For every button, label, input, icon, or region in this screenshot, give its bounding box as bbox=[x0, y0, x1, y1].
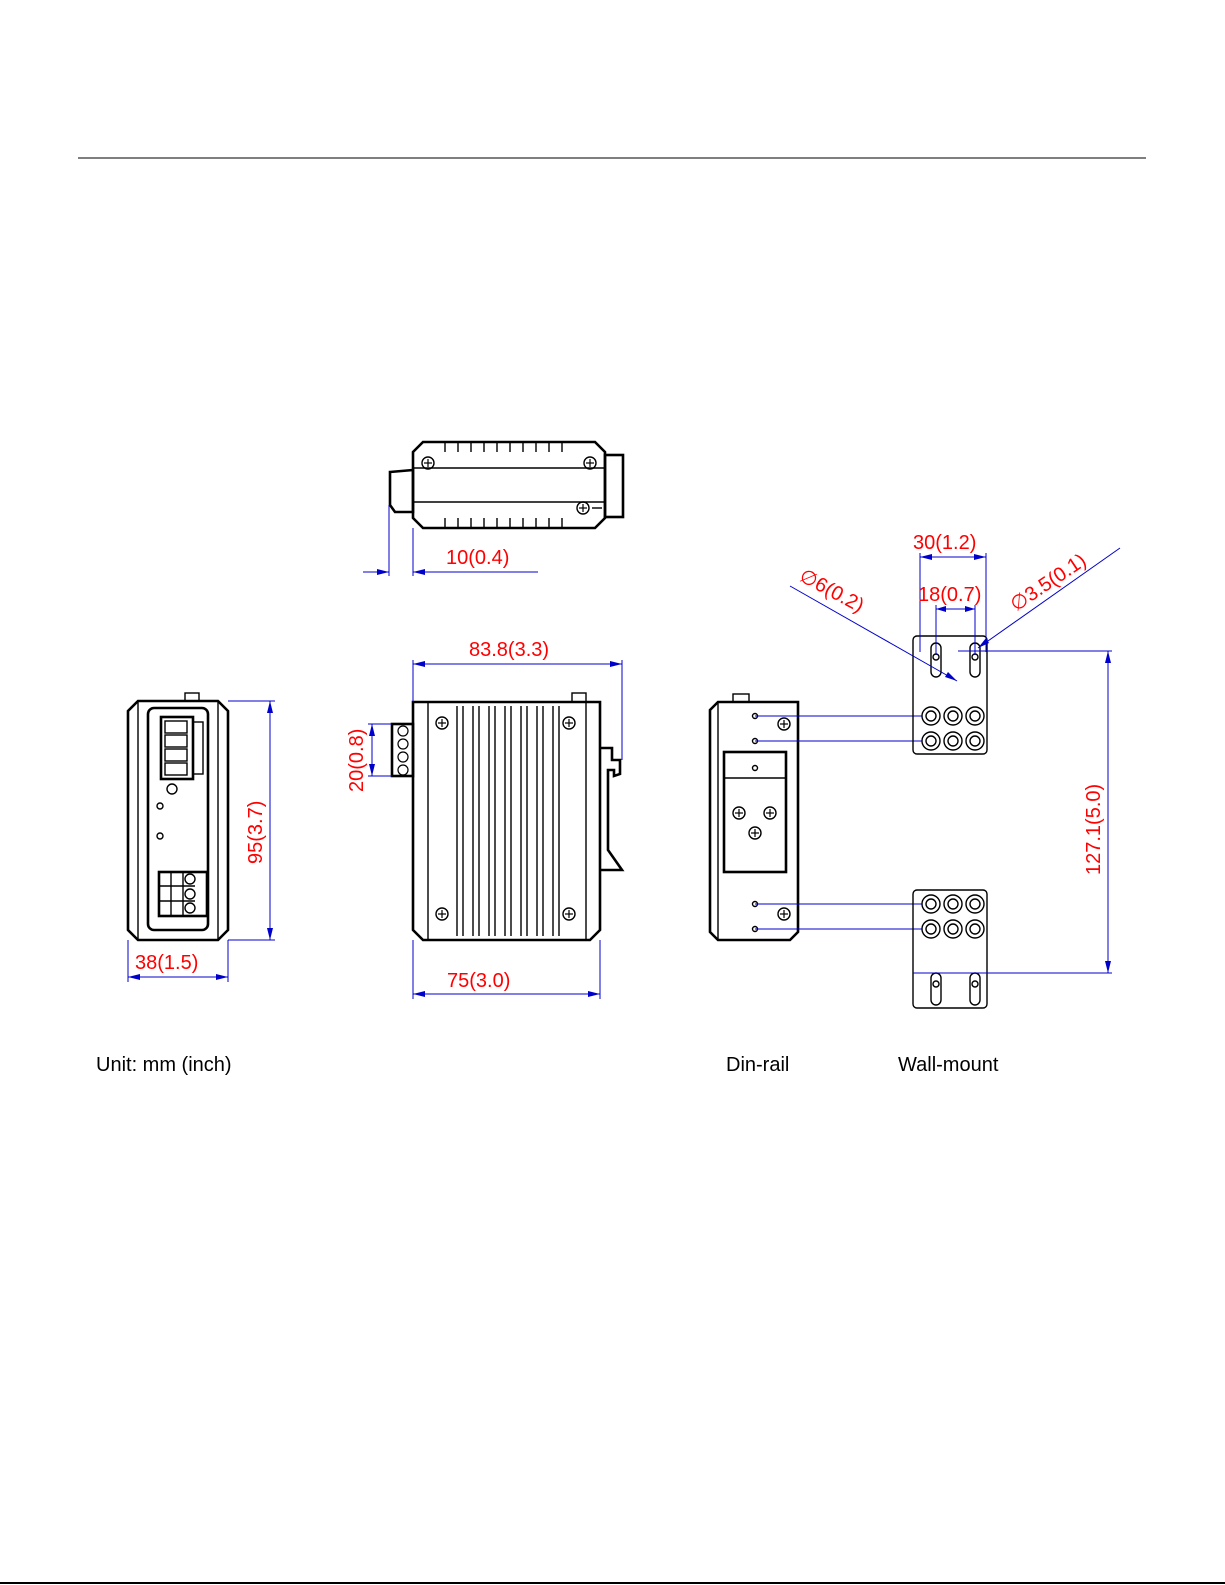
screw-icon bbox=[563, 717, 575, 729]
screw-icon bbox=[764, 807, 776, 819]
dim-mount-inner bbox=[936, 605, 975, 655]
ground-icon bbox=[167, 784, 177, 794]
wall-mount-plate-bottom bbox=[913, 890, 987, 1008]
dim-mount-outer-label: 30(1.2) bbox=[913, 532, 976, 554]
dim-terminal-height bbox=[368, 724, 392, 776]
dim-hole-small-label: ∅3.5(0.1) bbox=[1006, 550, 1090, 617]
screw-icon bbox=[749, 827, 761, 839]
screw-icon bbox=[778, 718, 790, 730]
led-icon bbox=[157, 803, 163, 809]
screw-icon bbox=[778, 908, 790, 920]
led-icon bbox=[157, 833, 163, 839]
dim-top-offset-label: 10(0.4) bbox=[446, 547, 509, 569]
dim-base-length-label: 75(3.0) bbox=[447, 970, 510, 992]
dim-front-height-label: 95(3.7) bbox=[245, 801, 267, 864]
dim-front-width-label: 38(1.5) bbox=[135, 952, 198, 974]
ground-screw-icon bbox=[577, 502, 589, 514]
dim-mount-inner-label: 18(0.7) bbox=[918, 584, 981, 606]
wall-mount-caption: Wall-mount bbox=[898, 1054, 999, 1076]
top-view bbox=[390, 442, 623, 528]
screw-icon bbox=[422, 457, 434, 469]
dim-side-length-label: 83.8(3.3) bbox=[469, 639, 549, 661]
wall-mount-plate-top bbox=[913, 636, 987, 754]
screw-icon bbox=[733, 807, 745, 819]
dim-side-length bbox=[413, 660, 622, 760]
screw-icon bbox=[563, 908, 575, 920]
unit-caption: Unit: mm (inch) bbox=[96, 1054, 232, 1076]
dim-terminal-height-label: 20(0.8) bbox=[346, 729, 368, 792]
screw-icon bbox=[584, 457, 596, 469]
projection-lines bbox=[755, 716, 922, 929]
din-rail-view bbox=[710, 694, 798, 940]
front-view bbox=[128, 693, 228, 940]
dim-mount-height-label: 127.1(5.0) bbox=[1083, 784, 1105, 875]
side-view bbox=[392, 693, 622, 940]
screw-icon bbox=[436, 717, 448, 729]
screw-icon bbox=[436, 908, 448, 920]
leader-hole-small bbox=[978, 548, 1120, 648]
din-rail-caption: Din-rail bbox=[726, 1054, 789, 1076]
